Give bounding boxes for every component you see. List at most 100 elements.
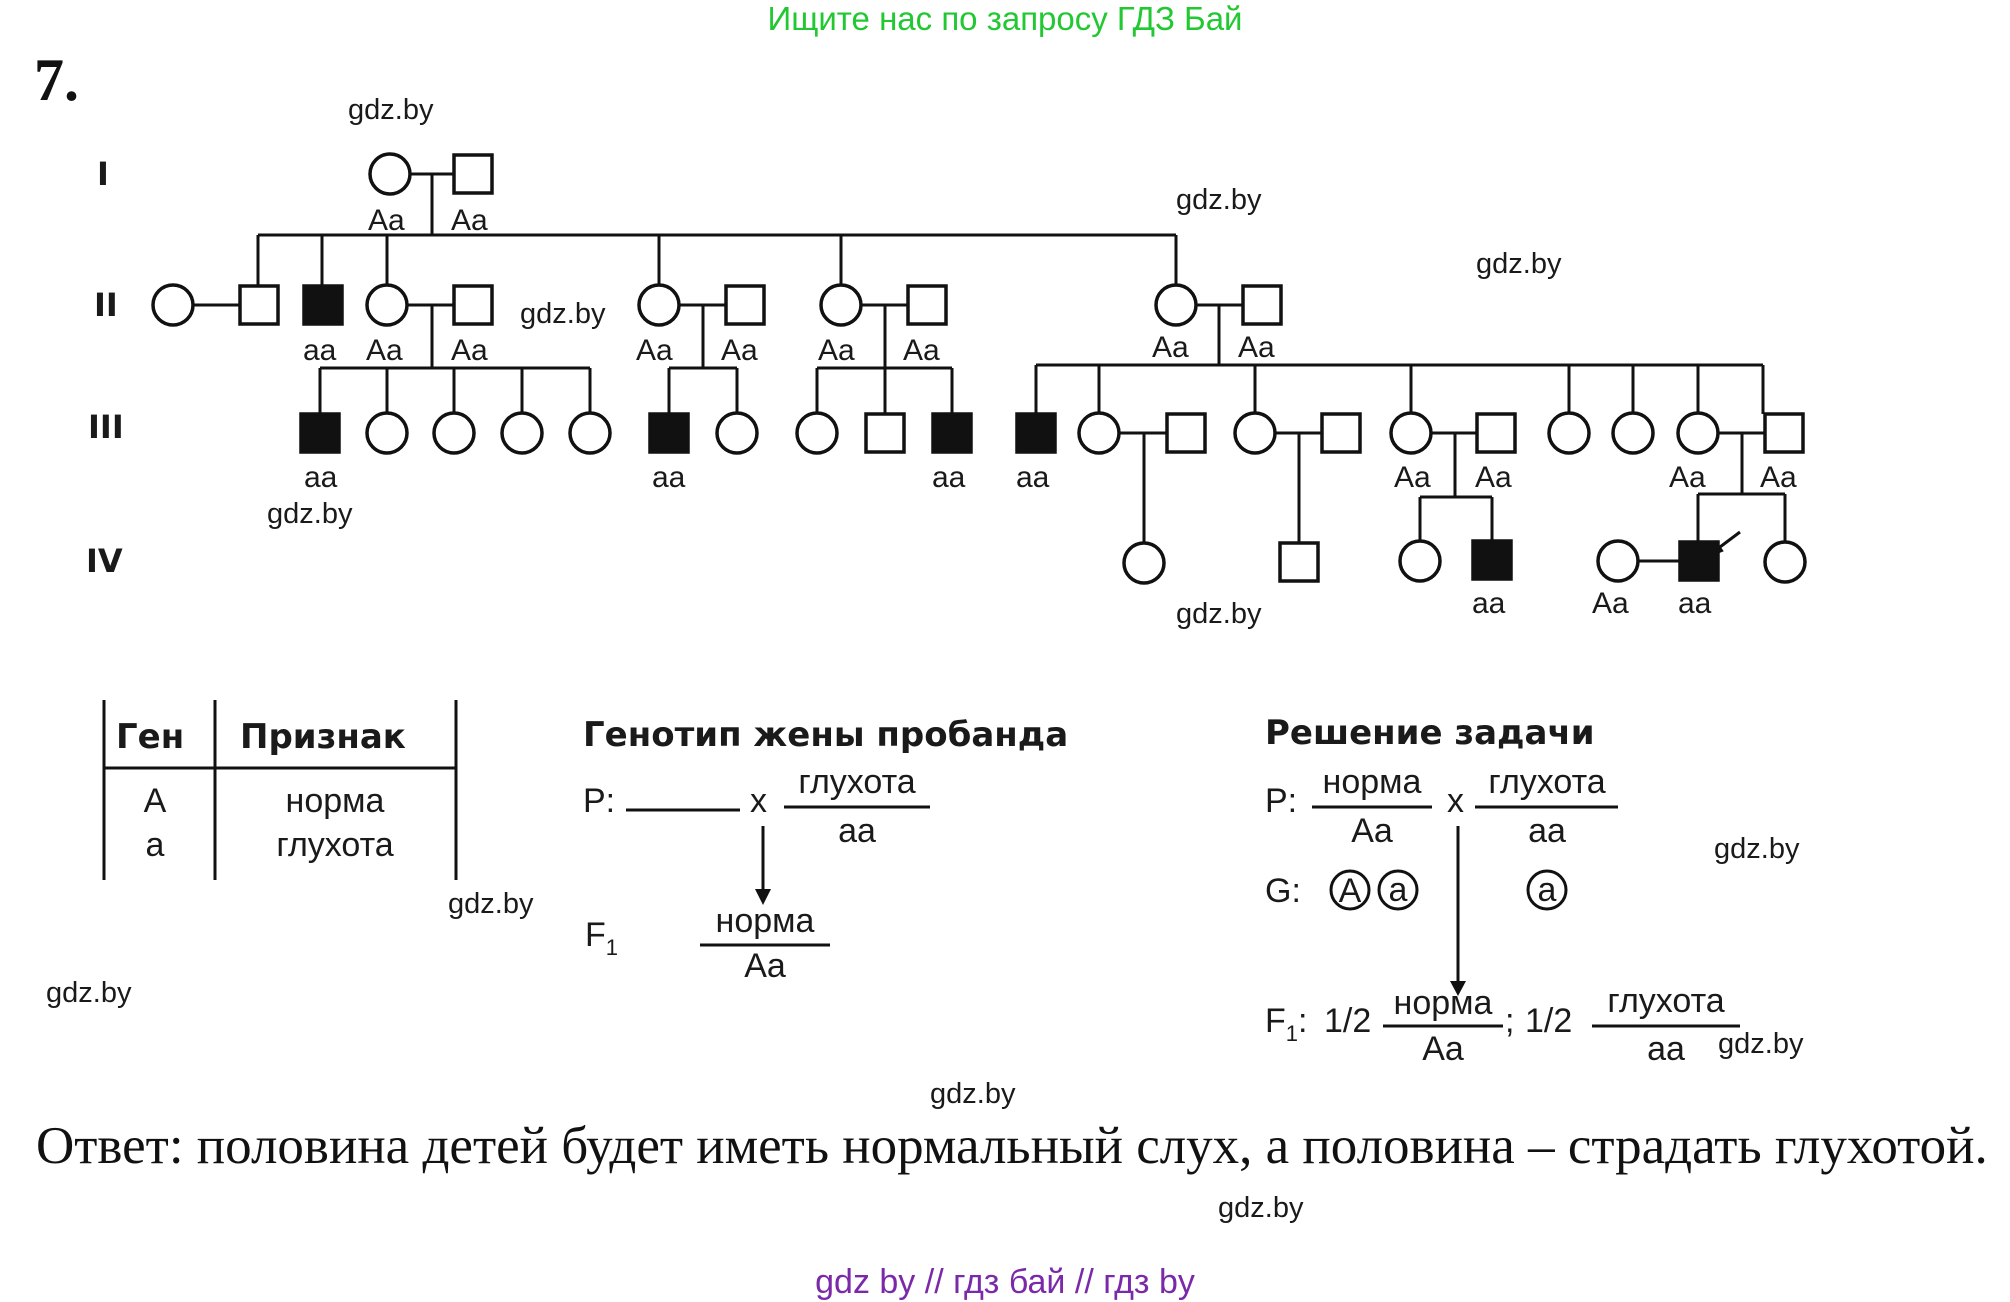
f1-label-sub: 1: [606, 935, 618, 960]
genotype-label: aa: [304, 461, 338, 494]
genotype-label: Aa: [1422, 1030, 1464, 1068]
genotype-label: aa: [932, 461, 966, 494]
g-label: G:: [1265, 872, 1301, 910]
f1-label: F1: [585, 916, 618, 960]
p-label: P:: [1265, 782, 1297, 820]
gene-table: Ген Признак A норма a глухота: [102, 700, 458, 880]
female-symbol: [500, 411, 544, 455]
watermark: gdz.by: [267, 498, 353, 530]
section-title: Решение задачи: [1265, 713, 1595, 753]
genotype-labels: Aa Aa aa Aa Aa Aa Aa Aa Aa Aa Aa aa aa a…: [303, 204, 1797, 620]
male-symbol: [1165, 412, 1207, 454]
genotype-label: Aa: [1475, 461, 1512, 494]
genotype-label: aa: [1016, 461, 1050, 494]
table-cell: A: [144, 782, 167, 820]
genotype-label: Aa: [636, 334, 673, 367]
affected-male-symbol: [1015, 412, 1057, 454]
female-symbol: [1077, 411, 1121, 455]
p-label: P:: [583, 782, 615, 820]
phenotype-label: норма: [716, 902, 815, 940]
male-symbol: [724, 284, 766, 326]
generation-label: IV: [86, 542, 123, 580]
female-symbol: [1389, 411, 1433, 455]
watermark: gdz.by: [1176, 184, 1262, 216]
section-title: Генотип жены пробанда: [583, 715, 1068, 755]
genotype-label: Aa: [1152, 331, 1189, 364]
table-header: Признак: [240, 717, 406, 757]
genotype-label: Aa: [368, 204, 405, 237]
watermark: gdz.by: [448, 888, 534, 920]
phenotype-label: норма: [1323, 763, 1422, 801]
table-header: Ген: [116, 717, 184, 757]
table-cell: глухота: [276, 826, 393, 864]
female-symbol: [432, 411, 476, 455]
male-symbol: [864, 412, 906, 454]
phenotype-label: глухота: [1607, 982, 1724, 1020]
watermark: gdz.by: [348, 94, 434, 126]
genotype-label: Aa: [366, 334, 403, 367]
affected-male-symbol: [1471, 539, 1513, 581]
male-symbol: [906, 284, 948, 326]
genotype-label: Aa: [721, 334, 758, 367]
f1-label: F1:: [1265, 1002, 1307, 1046]
genotype-label: Aa: [1351, 812, 1393, 850]
female-symbol: [1596, 539, 1640, 583]
female-symbol: [568, 411, 612, 455]
genotype-label: aa: [1472, 587, 1506, 620]
female-symbol: [1763, 540, 1807, 584]
genotype-label: Aa: [1760, 461, 1797, 494]
watermark: gdz.by: [46, 977, 132, 1009]
female-symbol: [151, 283, 195, 327]
genotype-label: Aa: [1592, 587, 1629, 620]
f1-label-sub: 1: [1286, 1021, 1298, 1046]
genotype-label: aa: [1678, 587, 1712, 620]
female-symbol: [715, 411, 759, 455]
male-symbol: [1241, 284, 1283, 326]
genotype-label: aa: [838, 812, 876, 850]
watermark: gdz.by: [1218, 1192, 1304, 1224]
pedigree-lines: [193, 172, 1787, 563]
female-symbol: [795, 411, 839, 455]
generation-label: III: [88, 408, 124, 446]
f1-label-colon: :: [1298, 1002, 1307, 1040]
male-symbol: [1278, 541, 1320, 583]
female-symbol: [1547, 411, 1591, 455]
watermark: gdz.by: [1476, 248, 1562, 280]
watermark: gdz.by: [1714, 833, 1800, 865]
gamete-circle: [1377, 869, 1419, 911]
genotype-label: Aa: [1238, 331, 1275, 364]
generation-label: I: [97, 155, 109, 193]
watermark: gdz.by: [520, 298, 606, 330]
f1-label-letter: F: [585, 916, 606, 954]
genotype-label: aa: [303, 334, 337, 367]
affected-male-symbol: [299, 412, 341, 454]
phenotype-label: норма: [1394, 984, 1493, 1022]
phenotype-label: глухота: [1488, 763, 1605, 801]
female-symbol: [1398, 539, 1442, 583]
male-symbol: [1320, 412, 1362, 454]
genotype-label: Aa: [818, 334, 855, 367]
footer-links[interactable]: gdz by // гдз бай // гдз by: [815, 1263, 1195, 1301]
female-symbol: [365, 411, 409, 455]
male-symbol: [1763, 412, 1805, 454]
female-symbol: [1233, 411, 1277, 455]
f1-label-letter: F: [1265, 1002, 1286, 1040]
header-ad[interactable]: Ищите нас по запросу ГДЗ Бай: [767, 0, 1243, 37]
affected-male-symbol: [931, 412, 973, 454]
separator: ;: [1505, 1002, 1514, 1040]
genotype-label: Aa: [1669, 461, 1706, 494]
answer-text: Ответ: половина детей будет иметь нормал…: [36, 1117, 1988, 1175]
phenotype-label: глухота: [798, 763, 915, 801]
gamete-circle: [1526, 869, 1568, 911]
genotype-label: Aa: [1394, 461, 1431, 494]
genotype-label: aa: [1528, 812, 1566, 850]
genotype-label: aa: [1647, 1030, 1685, 1068]
female-symbol: [819, 283, 863, 327]
female-symbol: [365, 283, 409, 327]
genotype-label: Aa: [744, 947, 786, 985]
female-symbol: [1122, 541, 1166, 585]
male-symbol: [238, 284, 280, 326]
watermark: gdz.by: [1718, 1028, 1804, 1060]
generation-label: II: [94, 286, 118, 324]
